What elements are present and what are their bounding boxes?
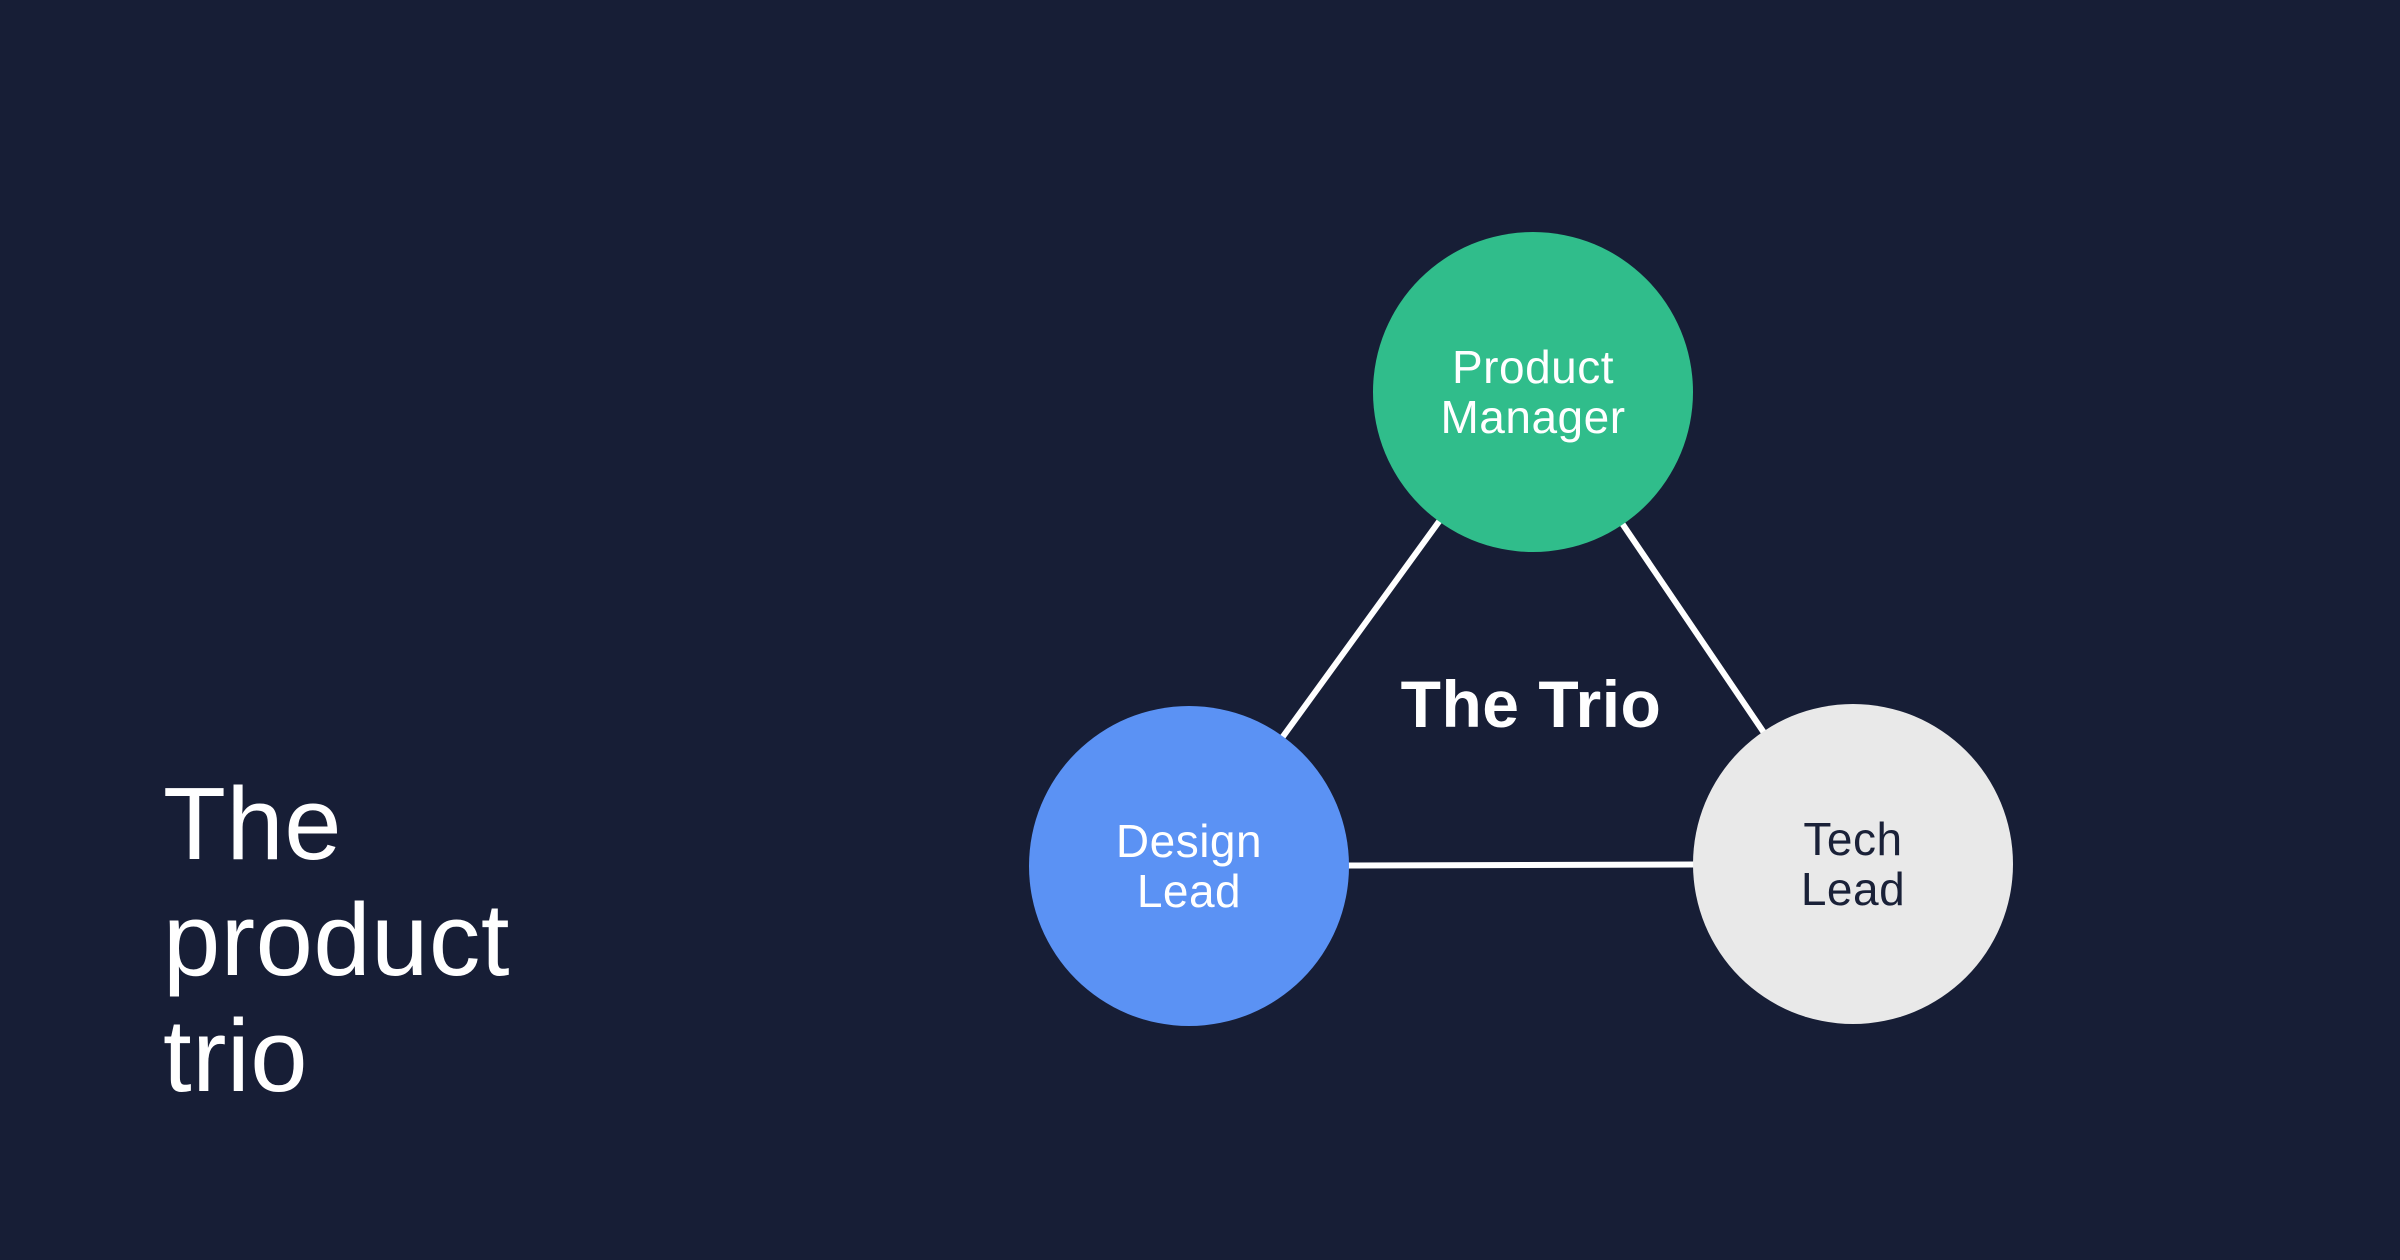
- node-design-lead: Design Lead: [1029, 706, 1349, 1026]
- node-label-line: Tech: [1803, 813, 1903, 865]
- page-title-line: trio: [163, 998, 309, 1113]
- node-label-line: Manager: [1440, 391, 1626, 443]
- node-tech-lead-label: Tech Lead: [1801, 814, 1905, 914]
- node-product-manager-label: Product Manager: [1440, 342, 1625, 442]
- node-tech-lead: Tech Lead: [1693, 704, 2013, 1024]
- node-design-lead-label: Design Lead: [1116, 816, 1262, 916]
- page-title-line: The: [163, 766, 342, 881]
- trio-center-label: The Trio: [1400, 667, 1662, 741]
- node-product-manager: Product Manager: [1373, 232, 1693, 552]
- node-label-line: Lead: [1800, 863, 1906, 915]
- node-label-line: Lead: [1136, 865, 1242, 917]
- node-label-line: Product: [1451, 341, 1615, 393]
- page-title-line: product: [163, 882, 511, 997]
- node-label-line: Design: [1115, 815, 1263, 867]
- page-title: The product trio: [163, 766, 510, 1114]
